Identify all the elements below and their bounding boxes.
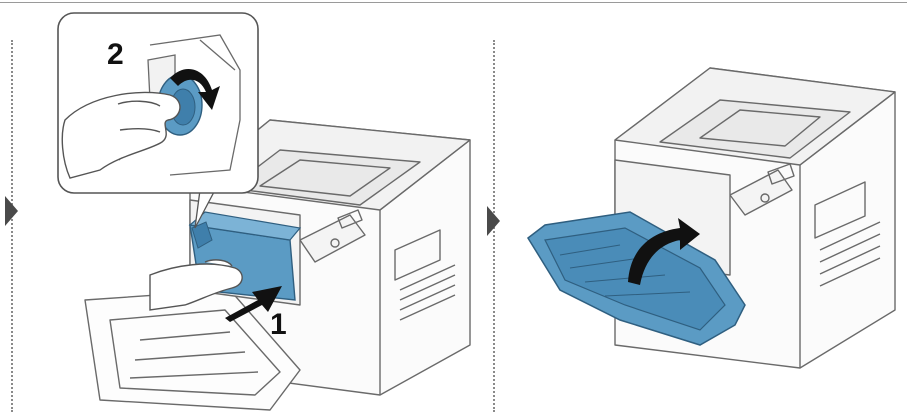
step-number-1: 1 bbox=[270, 310, 287, 340]
step-number-2: 2 bbox=[107, 40, 124, 70]
